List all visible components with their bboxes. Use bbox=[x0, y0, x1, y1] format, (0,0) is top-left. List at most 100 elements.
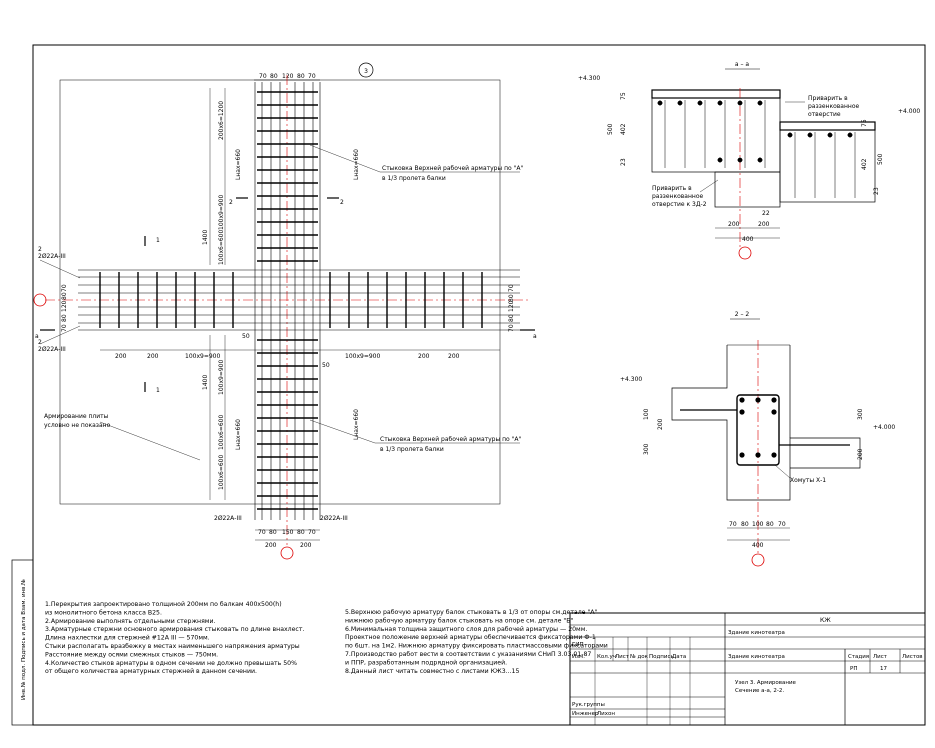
tb-sheet: 17 bbox=[880, 666, 887, 672]
bottom-total-2: 200 bbox=[300, 542, 312, 549]
section-2-2: 2 – 2 +4.300 +4.000 100 200 300 300 200 … bbox=[620, 311, 895, 567]
note-line: из монолитного бетона класса В25. bbox=[45, 608, 162, 616]
tb-sheet-label: Лист bbox=[873, 654, 888, 660]
horizontal-beam bbox=[78, 269, 520, 331]
vertical-dimensions bbox=[209, 88, 226, 500]
step-label-2: 100x9=900 bbox=[218, 195, 225, 230]
step-label-5: 100x6=600 bbox=[218, 415, 225, 450]
note-line-right: 6.Минимальная толщина защитного слоя для… bbox=[345, 625, 587, 633]
aa-rebar-dot bbox=[827, 132, 833, 138]
aa-bottom-dim-1: 200 bbox=[728, 221, 740, 228]
side-strip bbox=[11, 559, 34, 726]
step-label-1: 200x6=1200 bbox=[218, 101, 225, 140]
aa-rebar-dot bbox=[847, 132, 853, 138]
tb-engineer: Инженер bbox=[572, 711, 599, 717]
aa-dim-23-left: 23 bbox=[620, 158, 627, 166]
tb-row2: Здание кинотеатра bbox=[728, 654, 785, 660]
top-dim-2: 80 bbox=[270, 73, 278, 80]
aa-level-right: +4.000 bbox=[898, 108, 920, 115]
splice-note-bottom: Стыковка Верхней рабочей арматуры по "А" bbox=[380, 436, 522, 443]
aa-rebar-dot bbox=[737, 100, 743, 106]
svg-text:80: 80 bbox=[508, 294, 515, 302]
aa-note-bot-3: отверстие к 3Д-2 bbox=[652, 201, 707, 208]
s22-dim-300-left: 300 bbox=[643, 443, 650, 455]
note-line: 4.Количество стыков арматуры в одном сеч… bbox=[45, 660, 297, 667]
s22-rebar-dot bbox=[771, 397, 777, 403]
bottom-dim-4: 80 bbox=[297, 529, 305, 536]
small-50-right: 50 bbox=[322, 362, 330, 369]
aa-note-top-3: отверстие bbox=[808, 111, 841, 118]
aa-bottom-dim-2: 200 bbox=[758, 221, 770, 228]
section-22-title: 2 – 2 bbox=[735, 311, 750, 318]
top-dim-5: 70 bbox=[308, 73, 316, 80]
svg-text:120: 120 bbox=[508, 300, 515, 312]
s22-axis-circle bbox=[751, 553, 765, 567]
vertical-stirrups bbox=[257, 91, 318, 510]
horizontal-stirrups bbox=[99, 272, 483, 328]
plan-view: 3 70 80 120 80 70 bbox=[33, 62, 537, 560]
tb-stage: РП bbox=[850, 666, 857, 672]
lap-label-b: Lнах=660 bbox=[235, 419, 242, 450]
splice-note-top: Стыковка Верхней рабочей арматуры по "А" bbox=[382, 165, 524, 172]
h-dim-left-3: 100x9=900 bbox=[185, 353, 220, 360]
s22-dim-100: 100 bbox=[643, 408, 650, 420]
s22-bottom-5: 70 bbox=[778, 521, 786, 528]
top-dim-1: 70 bbox=[259, 73, 267, 80]
aa-level-left: +4.300 bbox=[578, 75, 600, 82]
lap-label-right-b: Lнах=660 bbox=[353, 409, 360, 440]
s22-total: 400 bbox=[752, 542, 764, 549]
note-line: от общего количества арматурных стержней… bbox=[45, 667, 257, 675]
side-strip-text: Инв.№ подл. Подпись и дата Взам. инв.№ bbox=[21, 579, 27, 700]
aa-dim-23-right: 23 bbox=[873, 187, 880, 195]
step-label-6: 100x6=600 bbox=[218, 455, 225, 490]
s22-rebar-dot bbox=[739, 409, 745, 415]
svg-text:80: 80 bbox=[61, 314, 68, 322]
note-line-right: 5.Верхнюю рабочую арматуру балок стыкова… bbox=[345, 608, 598, 616]
tb-rukgr: Рук.группы bbox=[572, 702, 605, 708]
tb-col-4: № док bbox=[630, 654, 649, 660]
section-mark-1-top: 1 bbox=[156, 237, 160, 244]
svg-text:80: 80 bbox=[508, 314, 515, 322]
aa-rebar-dot bbox=[737, 157, 743, 163]
s22-bottom-3: 100 bbox=[752, 521, 764, 528]
tb-title-2: Сечение а-а, 2-2. bbox=[735, 688, 784, 694]
bottom-dim-3: 150 bbox=[282, 529, 294, 536]
aa-note-bot-1: Приварить в bbox=[652, 185, 692, 192]
aa-rebar-dot bbox=[657, 100, 663, 106]
note-line: Стыки располагать вразбежку в местах наи… bbox=[45, 642, 300, 650]
section-aa-title: а – а bbox=[735, 61, 749, 68]
aa-rebar-dot bbox=[757, 157, 763, 163]
note-line-right: нижнюю рабочую арматуру балок стыковать … bbox=[345, 616, 573, 624]
h-dim-right-3: 200 bbox=[448, 353, 460, 360]
general-notes-right: 5.Верхнюю рабочую арматуру балок стыкова… bbox=[345, 608, 608, 675]
lap-label-right-a: Lнах=660 bbox=[353, 149, 360, 180]
tb-engineer-name: Лихон bbox=[597, 711, 615, 717]
axis-circle-left bbox=[33, 293, 47, 307]
aa-rebar-dot bbox=[717, 100, 723, 106]
aa-rebar-dot bbox=[787, 132, 793, 138]
general-notes-left: 1.Перекрытия запроектировано толщиной 20… bbox=[45, 600, 304, 675]
tb-col-3: Лист bbox=[615, 654, 630, 660]
h-dim-left-1: 200 bbox=[115, 353, 127, 360]
aa-dim-500-left: 500 bbox=[607, 123, 614, 135]
rebar-label-left-top: 2Ø22А-III bbox=[38, 253, 66, 260]
sheet-frame bbox=[32, 44, 926, 726]
s22-rebar-dot bbox=[771, 452, 777, 458]
section-mark-2-right: 2 bbox=[340, 199, 344, 206]
aa-rebar-dot bbox=[697, 100, 703, 106]
sheet-mark: КЖ bbox=[820, 617, 831, 624]
bottom-dim-5: 70 bbox=[308, 529, 316, 536]
section-mark-a-right: а bbox=[533, 333, 537, 340]
note-line-right: по 6шт. на 1м2. Нижнюю арматуру фиксиров… bbox=[345, 643, 608, 650]
section-mark-a-left: а bbox=[35, 333, 39, 340]
tb-row1: Здание кинотеатра bbox=[728, 630, 785, 636]
aa-rebar-dot bbox=[807, 132, 813, 138]
s22-rebar-dot bbox=[739, 397, 745, 403]
note-line-right: 7.Производство работ вести в соответстви… bbox=[345, 650, 591, 658]
s22-rebar-dot bbox=[755, 397, 761, 403]
s22-bottom-4: 80 bbox=[766, 521, 774, 528]
step-label-4: 100x9=900 bbox=[218, 360, 225, 395]
h-dim-right-1: 100x9=900 bbox=[345, 353, 380, 360]
s22-bottom-2: 80 bbox=[741, 521, 749, 528]
